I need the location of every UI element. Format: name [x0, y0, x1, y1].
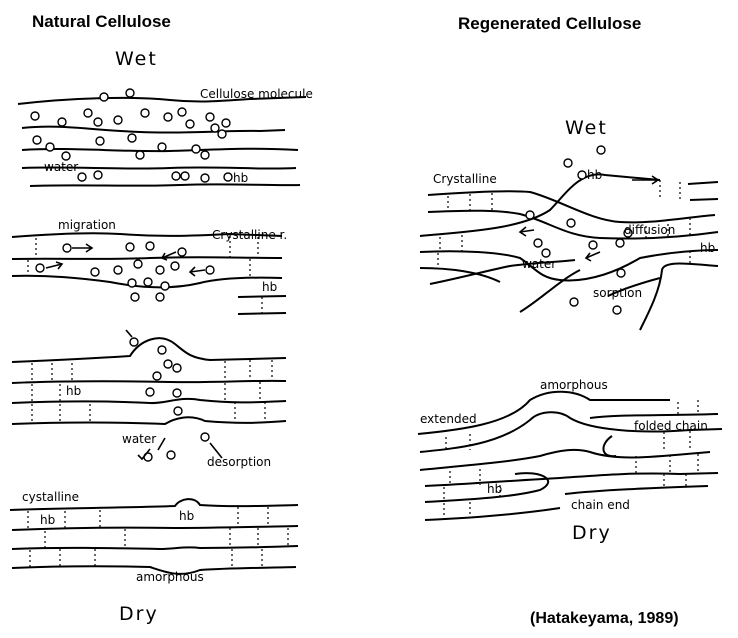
regenerated-panel-1-chains	[420, 174, 718, 330]
desorption-label: desorption	[207, 455, 271, 469]
hb-label: hb	[40, 513, 55, 527]
natural-wet-label: Wet	[115, 48, 158, 70]
regenerated-panel-2-chains	[418, 392, 722, 520]
folded-chain-label: folded chain	[634, 419, 708, 433]
sorption-label: sorption	[593, 286, 642, 300]
amorphous-label: amorphous	[136, 570, 204, 584]
natural-dry-label: Dry	[119, 603, 159, 625]
cystalline-label: cystalline	[22, 490, 79, 504]
natural-panel-4-chains	[10, 499, 298, 574]
regenerated-cellulose-title: Regenerated Cellulose	[458, 14, 641, 34]
amorphous-label: amorphous	[540, 378, 608, 392]
cellulose-molecule-label: Cellulose molecule	[200, 87, 313, 101]
natural-panel-3-chains	[12, 338, 286, 424]
water-label: water	[522, 257, 556, 271]
natural-cellulose-title: Natural Cellulose	[32, 12, 171, 32]
citation: (Hatakeyama, 1989)	[530, 610, 679, 628]
chain-end-label: chain end	[571, 498, 630, 512]
regenerated-panel-1-arrows	[520, 176, 658, 261]
diffusion-label: diffusion	[624, 223, 675, 237]
regenerated-dry-label: Dry	[572, 522, 612, 544]
crystalline-label: Crystalline	[433, 172, 497, 186]
water-label: water	[122, 432, 156, 446]
hb-label: hb	[700, 241, 715, 255]
hb-label: hb	[587, 168, 602, 182]
hb-label: hb	[262, 280, 277, 294]
hb-label: hb	[179, 509, 194, 523]
crystalline-r-label: Crystalline r.	[212, 228, 287, 242]
migration-label: migration	[58, 218, 116, 232]
hb-label: hb	[487, 482, 502, 496]
hb-label: hb	[66, 384, 81, 398]
regenerated-wet-label: Wet	[565, 117, 608, 139]
water-label: water	[44, 160, 78, 174]
extended-label: extended	[420, 412, 477, 426]
natural-panel-2-water-molecules	[36, 242, 214, 301]
hb-label: hb	[233, 171, 248, 185]
